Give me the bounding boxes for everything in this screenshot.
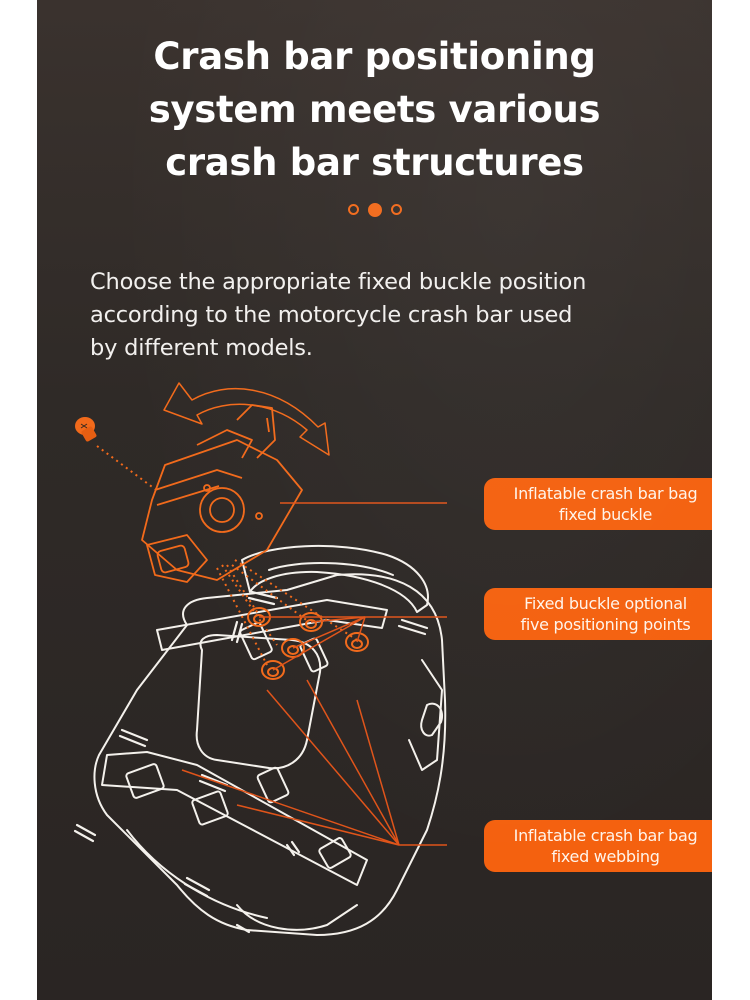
description-line: Choose the appropriate fixed buckle posi…: [90, 269, 587, 295]
pagination-dot-active[interactable]: [367, 202, 382, 217]
page-title: Crash bar positioning system meets vario…: [37, 30, 712, 189]
product-illustration: [73, 382, 447, 936]
pagination-dot[interactable]: [347, 204, 359, 215]
description-text: Choose the appropriate fixed buckle posi…: [90, 266, 690, 365]
rotation-arrow-icon: [163, 382, 330, 456]
callout-leader-lines: [181, 502, 447, 846]
callout-line: Inflatable crash bar bag: [513, 484, 698, 503]
callout-line: fixed buckle: [558, 505, 653, 524]
callout-fixed-buckle: Inflatable crash bar bag fixed buckle: [484, 478, 712, 530]
screw-guide-line: [96, 445, 160, 493]
buckle-icon: [141, 404, 303, 583]
title-line: crash bar structures: [165, 141, 584, 184]
callout-line: fixed webbing: [551, 847, 660, 866]
callout-line: five positioning points: [520, 615, 691, 634]
title-line: system meets various: [148, 88, 601, 131]
positioning-guide-lines: [216, 559, 358, 666]
callout-fixed-webbing: Inflatable crash bar bag fixed webbing: [484, 820, 712, 872]
callout-line: Inflatable crash bar bag: [513, 826, 698, 845]
bag-outline-icon: [93, 544, 447, 936]
callout-positioning-points: Fixed buckle optional five positioning p…: [484, 588, 712, 640]
description-line: by different models.: [90, 335, 313, 361]
pagination-dots: [37, 202, 712, 217]
stitching-marks: [73, 590, 429, 934]
title-line: Crash bar positioning: [153, 35, 596, 78]
positioning-point-icon: [281, 638, 305, 658]
positioning-point-icon: [299, 612, 323, 632]
screw-icon: [75, 417, 97, 442]
callout-line: Fixed buckle optional: [524, 594, 687, 613]
positioning-point-icon: [261, 660, 285, 680]
pagination-dot[interactable]: [390, 204, 402, 215]
product-feature-panel: Crash bar positioning system meets vario…: [37, 0, 712, 1000]
description-line: according to the motorcycle crash bar us…: [90, 302, 573, 328]
